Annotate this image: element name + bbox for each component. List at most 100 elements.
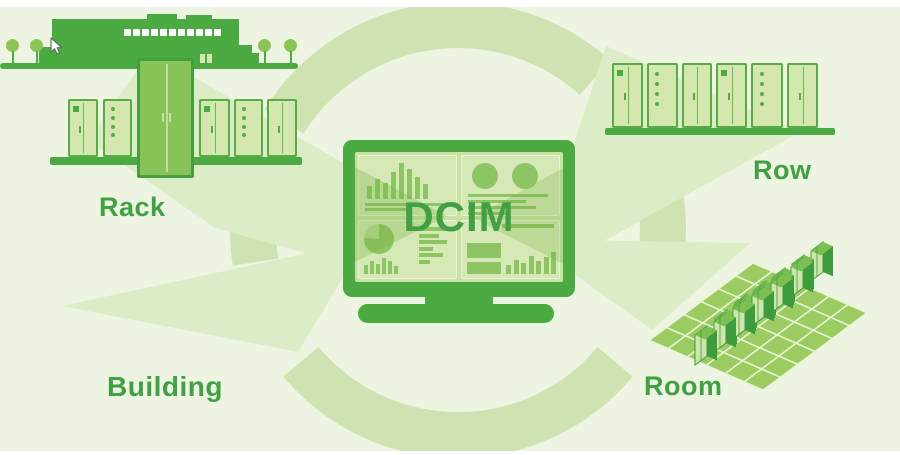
monitor-screen: DCIM — [355, 152, 563, 282]
rack-top-face — [752, 287, 774, 301]
rack-top-face — [791, 258, 813, 272]
rack-top-face — [811, 242, 833, 256]
bar — [536, 261, 541, 274]
bar — [375, 179, 380, 199]
indicator-dot — [655, 72, 660, 77]
indicator-dot — [242, 124, 246, 129]
indicator-dot — [242, 133, 246, 138]
rack-cabinet — [787, 63, 818, 128]
indicator-dot — [242, 116, 246, 121]
text-line — [468, 194, 548, 197]
dcim-title: DCIM — [403, 193, 515, 240]
building-window — [160, 29, 167, 36]
horizontal-bar — [419, 233, 439, 238]
horizontal-bar — [419, 240, 447, 244]
building-roof-tab — [147, 14, 177, 20]
dashboard-panel-pie-chart — [358, 220, 457, 279]
building-window — [124, 29, 131, 36]
tree — [6, 39, 19, 64]
bar — [391, 172, 396, 199]
dashboard-panel-gauges — [461, 155, 560, 216]
chart-line — [502, 224, 554, 228]
building-window — [187, 29, 194, 36]
bar — [399, 163, 404, 199]
cabinet-door-split — [731, 66, 733, 125]
tree-crown — [284, 39, 297, 52]
bar — [382, 258, 386, 274]
cabinet-handle — [727, 93, 730, 101]
highlighted-rack-cabinet — [137, 58, 194, 178]
row-baseline — [605, 128, 835, 135]
tree — [258, 39, 271, 64]
mouse-cursor — [50, 37, 63, 55]
cabinet-badge — [73, 106, 79, 112]
rack-cabinet — [234, 99, 263, 157]
ring-arc-bottom — [283, 346, 633, 455]
horizontal-bar — [419, 227, 449, 231]
floor-grid-line — [762, 312, 868, 391]
building-window-row — [124, 29, 221, 36]
row-group — [605, 60, 837, 140]
cabinet-door-split — [697, 66, 698, 125]
indicator-dot — [111, 107, 115, 112]
cabinet-handle — [161, 113, 164, 123]
gauge-circles — [472, 163, 538, 189]
cabinet-door-split — [214, 102, 216, 154]
indicator-dot — [655, 101, 660, 106]
indicator-dot — [759, 91, 764, 96]
gauge-circle — [512, 163, 538, 189]
text-line — [468, 206, 536, 209]
indicator-dot — [759, 82, 764, 87]
horizontal-bar — [419, 259, 430, 264]
indicator-dot — [242, 107, 246, 112]
indicator-dot — [111, 116, 115, 121]
monitor-frame: DCIM — [343, 140, 575, 297]
bar — [521, 263, 526, 274]
bar — [528, 256, 534, 274]
cabinet-door-split — [282, 102, 283, 154]
dashboard-panel-column-chart — [461, 220, 560, 279]
building-door — [200, 54, 212, 63]
cabinet-badge — [204, 106, 210, 112]
bottom-edge-strip — [0, 451, 900, 455]
tree — [284, 39, 297, 64]
tree-crown — [6, 39, 19, 52]
column-chart — [506, 252, 556, 274]
bar-chart — [367, 163, 428, 199]
rack-cabinet — [68, 99, 98, 157]
bar — [370, 261, 374, 274]
cabinet-badge — [721, 70, 727, 76]
building-door-pane — [200, 54, 205, 63]
building-door-pane — [207, 54, 212, 63]
cabinet-door-split — [83, 102, 84, 154]
ring-arc-top — [264, 2, 611, 134]
bar — [423, 184, 428, 199]
cabinet-badge — [617, 70, 623, 76]
chart-line — [365, 203, 443, 206]
top-edge-strip — [0, 0, 900, 7]
beam-to-room — [566, 240, 750, 330]
room-rack-cabinet — [694, 325, 717, 366]
rack-cabinet — [267, 99, 297, 157]
building-roof-tab — [186, 15, 212, 20]
bar — [364, 265, 368, 274]
monitor-stand-base — [358, 304, 554, 323]
indicator-dot — [759, 101, 764, 106]
cabinet-handle — [210, 125, 213, 133]
building-window — [196, 29, 203, 36]
rack-top-face — [714, 313, 736, 327]
bar — [367, 186, 372, 199]
horizontal-bar — [419, 246, 433, 251]
text-line — [468, 200, 526, 203]
bar — [506, 265, 511, 274]
building-window — [151, 29, 158, 36]
bar — [407, 169, 412, 199]
mini-bar-chart — [364, 258, 398, 274]
building-window — [133, 29, 140, 36]
room-label: Room — [644, 371, 723, 401]
data-block — [467, 243, 501, 258]
building-label: Building — [107, 371, 223, 402]
indicator-dot — [759, 72, 764, 77]
rack-group — [48, 55, 303, 190]
